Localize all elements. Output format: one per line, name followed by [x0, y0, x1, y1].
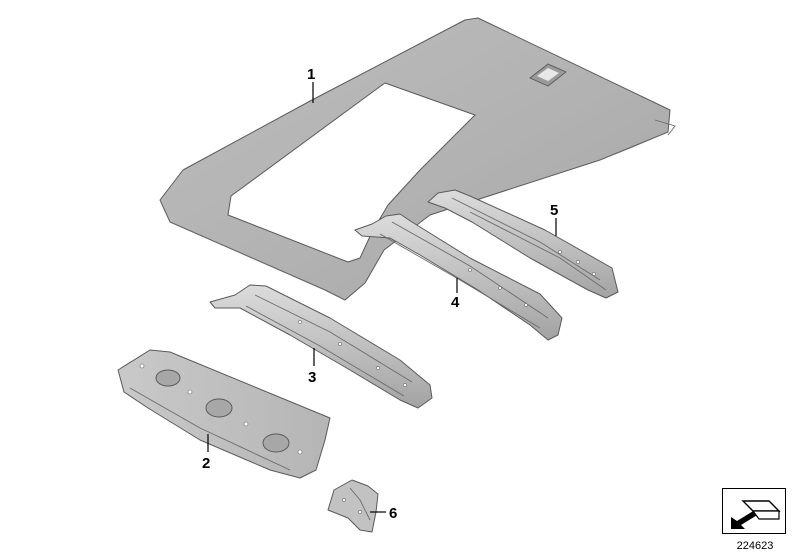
- callout-5: 5: [550, 202, 558, 219]
- part-6-corner-bracket: [327, 479, 379, 533]
- part-4-middle-roof-bow: [354, 213, 563, 341]
- part-2-windshield-frame-panel: [117, 349, 331, 479]
- part-1-roof-panel: [159, 17, 676, 301]
- part-3-front-roof-bow: [209, 284, 433, 409]
- callout-4: 4: [451, 294, 460, 311]
- page-navigation-arrow-icon: [731, 500, 781, 529]
- callout-6: 6: [389, 505, 397, 522]
- callout-3: 3: [308, 369, 316, 386]
- part-5-rear-roof-bow: [427, 189, 619, 299]
- diagram-reference-number: 224623: [736, 540, 774, 552]
- page-navigation-button[interactable]: [722, 488, 786, 534]
- callout-1: 1: [307, 66, 315, 83]
- callout-2: 2: [202, 455, 210, 472]
